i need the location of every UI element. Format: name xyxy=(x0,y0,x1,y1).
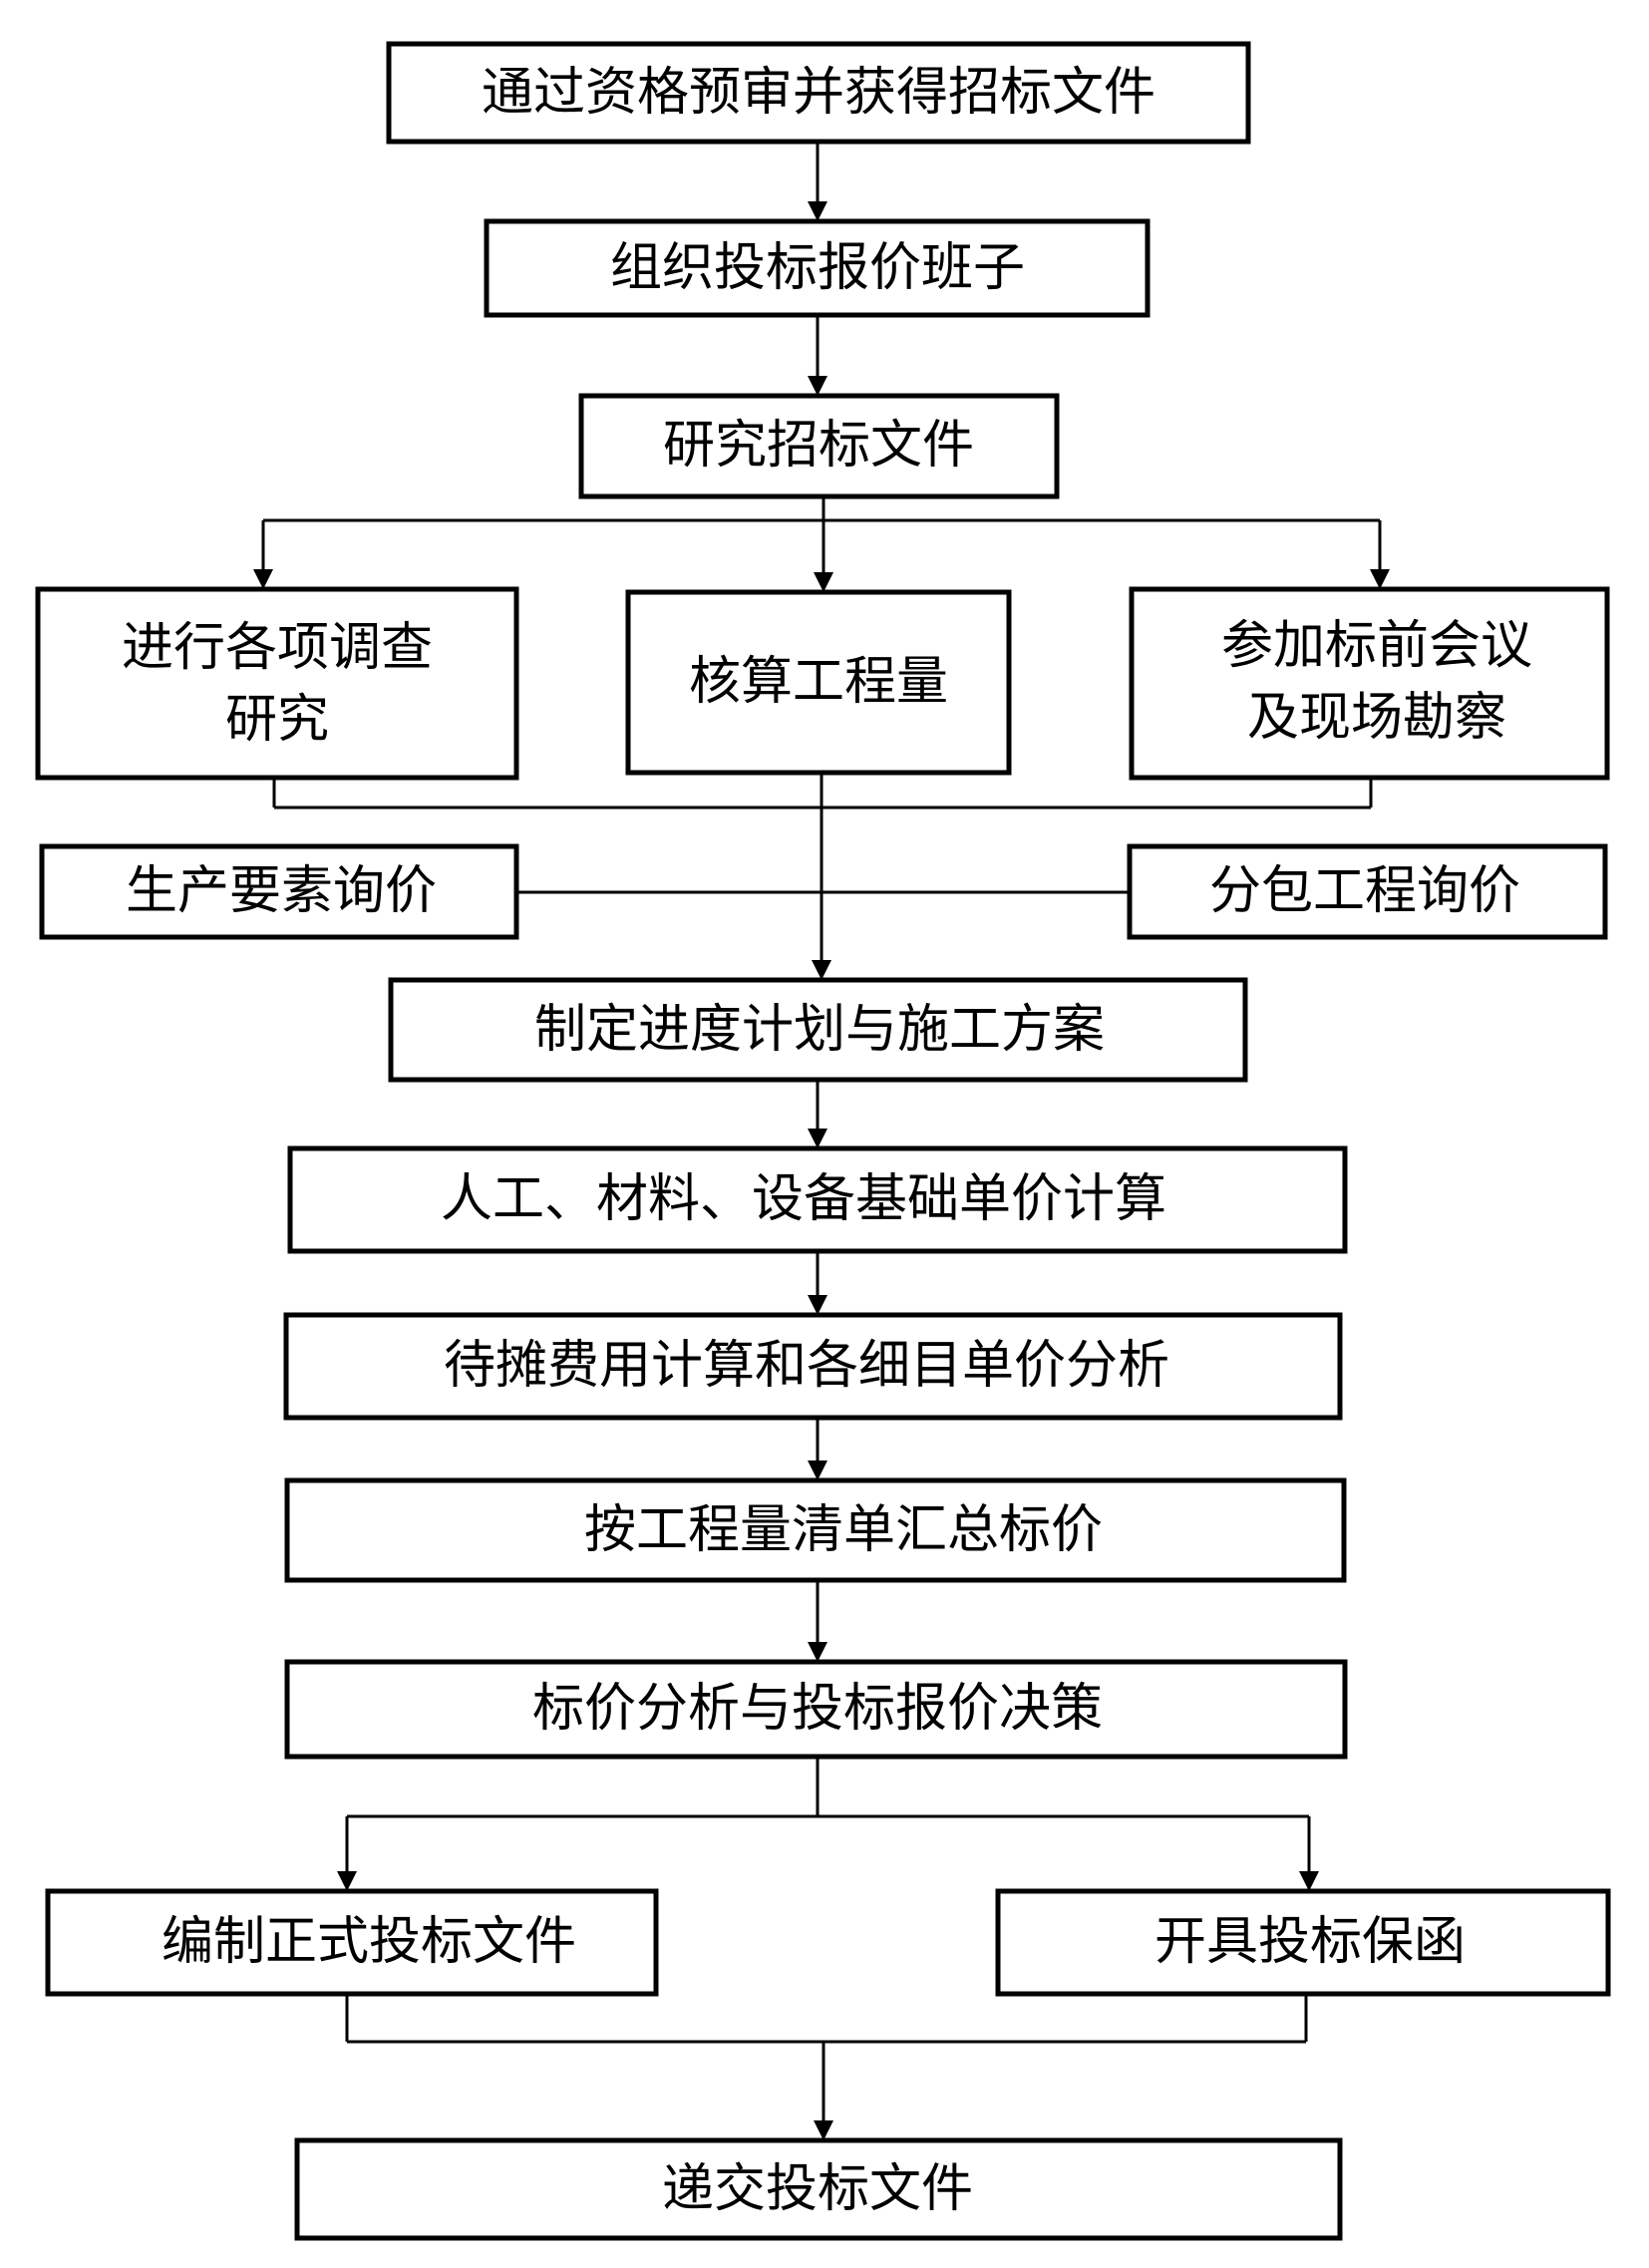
box-submit: 递交投标文件 xyxy=(294,2137,1343,2241)
arrowhead-guarantee xyxy=(1299,1871,1319,1891)
label-production-inquiry: 生产要素询价 xyxy=(126,861,437,921)
label-submit: 递交投标文件 xyxy=(662,2159,973,2219)
label-investigate-line2: 研究 xyxy=(225,690,329,750)
box-meeting: 参加标前会议 及现场勘察 xyxy=(1129,586,1610,781)
box-production-inquiry: 生产要素询价 xyxy=(39,843,519,940)
arrowhead-decision xyxy=(808,1642,827,1662)
label-amortized-cost: 待摊费用计算和各细目单价分析 xyxy=(444,1336,1169,1396)
label-quantity: 核算工程量 xyxy=(689,652,948,712)
arrowhead-formal-docs xyxy=(337,1871,357,1891)
box-amortized-cost: 待摊费用计算和各细目单价分析 xyxy=(283,1312,1343,1421)
label-guarantee: 开具投标保函 xyxy=(1154,1912,1466,1972)
arrowhead-quantity xyxy=(814,572,833,592)
label-formal-docs: 编制正式投标文件 xyxy=(162,1912,576,1972)
label-team: 组织投标报价班子 xyxy=(610,238,1025,298)
box-guarantee: 开具投标保函 xyxy=(995,1888,1611,1997)
label-decision: 标价分析与投标报价决策 xyxy=(532,1679,1103,1739)
label-meeting-line1: 参加标前会议 xyxy=(1221,616,1532,676)
box-study: 研究招标文件 xyxy=(578,393,1060,499)
label-study: 研究招标文件 xyxy=(663,416,974,476)
box-quantity: 核算工程量 xyxy=(625,589,1012,776)
label-schedule-plan: 制定进度计划与施工方案 xyxy=(534,1000,1105,1060)
label-meeting-line2: 及现场勘察 xyxy=(1247,688,1506,748)
arrowhead-study xyxy=(808,376,827,396)
box-subcontract-inquiry: 分包工程询价 xyxy=(1127,843,1608,940)
arrowhead-meeting xyxy=(1370,569,1390,589)
arrowhead-schedule xyxy=(812,960,831,980)
box-prequalify: 通过资格预审并获得招标文件 xyxy=(386,41,1251,145)
box-decision: 标价分析与投标报价决策 xyxy=(284,1659,1348,1760)
label-summarize: 按工程量清单汇总标价 xyxy=(584,1500,1103,1560)
box-schedule-plan: 制定进度计划与施工方案 xyxy=(388,977,1248,1083)
arrowhead-amortized xyxy=(808,1295,827,1315)
label-unit-price: 人工、材料、设备基础单价计算 xyxy=(441,1169,1166,1229)
arrowhead-submit xyxy=(814,2120,833,2140)
box-unit-price: 人工、材料、设备基础单价计算 xyxy=(287,1145,1348,1254)
label-subcontract-inquiry: 分包工程询价 xyxy=(1209,861,1520,921)
box-formal-docs: 编制正式投标文件 xyxy=(45,1888,659,1997)
arrowhead-summarize xyxy=(808,1460,827,1480)
arrowhead-investigate xyxy=(253,569,273,589)
box-investigate: 进行各项调查 研究 xyxy=(35,586,519,781)
box-summarize: 按工程量清单汇总标价 xyxy=(284,1477,1347,1583)
arrowheads xyxy=(253,201,1390,2140)
arrowhead-unitprice xyxy=(808,1129,827,1148)
arrowhead-team xyxy=(808,201,827,221)
box-team: 组织投标报价班子 xyxy=(484,218,1151,318)
label-prequalify: 通过资格预审并获得招标文件 xyxy=(482,63,1155,123)
label-investigate-line1: 进行各项调查 xyxy=(122,618,433,678)
connectors xyxy=(261,142,1382,2123)
